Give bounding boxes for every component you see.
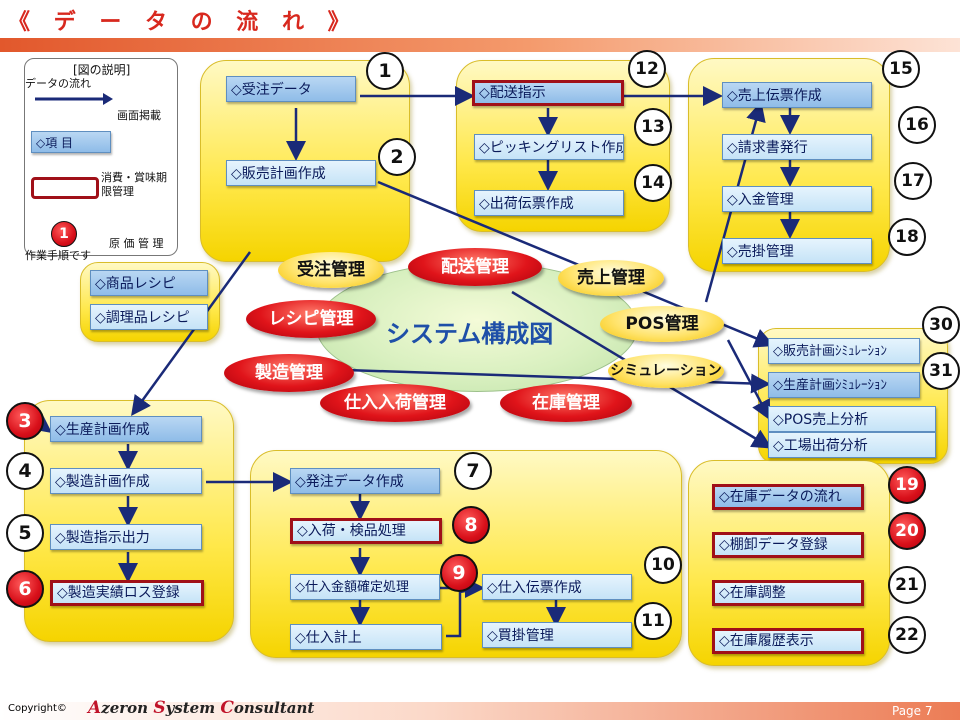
box-invoice[interactable]: ◇請求書発行 (722, 134, 872, 160)
page-number: Page 7 (892, 704, 933, 718)
module-delivery[interactable]: 配送管理 (408, 248, 542, 286)
step-9: 9 (440, 554, 478, 592)
step-16: 16 (898, 106, 936, 144)
step-2: 2 (378, 138, 416, 176)
module-purchase[interactable]: 仕入入荷管理 (320, 384, 470, 422)
box-production-plan-sim[interactable]: ◇生産計画ｼﾐｭﾚｰｼｮﾝ (768, 372, 920, 398)
legend-screen-label: 画面掲載 (117, 109, 161, 122)
box-production-plan[interactable]: ◇生産計画作成 (50, 416, 202, 442)
box-purchase-posting[interactable]: ◇仕入計上 (290, 624, 442, 650)
box-cooked-recipe[interactable]: ◇調理品レシピ (90, 304, 208, 330)
step-30: 30 (922, 306, 960, 344)
box-sales-plan[interactable]: ◇販売計画作成 (226, 160, 376, 186)
company-logo: Azeron System Consultant (88, 698, 315, 718)
center-label: システム構成図 (386, 320, 554, 348)
module-pos[interactable]: POS管理 (600, 306, 724, 342)
module-stock[interactable]: 在庫管理 (500, 384, 632, 422)
step-18: 18 (888, 218, 926, 256)
box-stock-adjustment[interactable]: ◇在庫調整 (712, 580, 864, 606)
copyright-text: Copyright© (8, 703, 67, 714)
box-order-data-create[interactable]: ◇発注データ作成 (290, 468, 440, 494)
legend-title: [図の説明] (73, 63, 131, 77)
step-4: 4 (6, 452, 44, 490)
step-15: 15 (882, 50, 920, 88)
legend-item-box: ◇項 目 (31, 131, 111, 153)
step-20: 20 (888, 512, 926, 550)
module-sales[interactable]: 売上管理 (558, 260, 664, 296)
box-factory-shipment-analysis[interactable]: ◇工場出荷分析 (768, 432, 936, 458)
box-delivery-instruction[interactable]: ◇配送指示 (472, 80, 624, 106)
module-simulation[interactable]: シミュレーション (608, 354, 724, 388)
box-manufacturing-plan[interactable]: ◇製造計画作成 (50, 468, 202, 494)
box-pos-sales-analysis[interactable]: ◇POS売上分析 (768, 406, 936, 432)
box-sales-slip[interactable]: ◇売上伝票作成 (722, 82, 872, 108)
box-inventory-registration[interactable]: ◇棚卸データ登録 (712, 532, 864, 558)
legend-panel: [図の説明] データの流れ 画面掲載 ◇項 目 消費・賞味期限管理 1 原 価 … (24, 58, 178, 262)
legend-red-box (31, 177, 99, 199)
legend-arrow-icon (35, 93, 113, 105)
legend-flow-label: データの流れ (25, 77, 91, 90)
legend-cost-label: 原 価 管 理 (109, 237, 164, 250)
top-bar (0, 38, 960, 52)
step-1: 1 (366, 52, 404, 90)
box-payable[interactable]: ◇買掛管理 (482, 622, 632, 648)
step-21: 21 (888, 566, 926, 604)
step-13: 13 (634, 108, 672, 146)
module-order[interactable]: 受注管理 (278, 252, 384, 288)
legend-steps-label: 作業手順です (25, 249, 91, 262)
step-6: 6 (6, 570, 44, 608)
box-shipping-slip[interactable]: ◇出荷伝票作成 (474, 190, 624, 216)
box-stock-data-flow[interactable]: ◇在庫データの流れ (712, 484, 864, 510)
step-19: 19 (888, 466, 926, 504)
legend-cost-circle: 1 (51, 221, 77, 247)
step-14: 14 (634, 164, 672, 202)
step-10: 10 (644, 546, 682, 584)
step-3: 3 (6, 402, 44, 440)
box-product-recipe[interactable]: ◇商品レシピ (90, 270, 208, 296)
legend-expiry-label: 消費・賞味期限管理 (101, 171, 167, 198)
step-17: 17 (894, 162, 932, 200)
step-8: 8 (452, 506, 490, 544)
step-22: 22 (888, 616, 926, 654)
box-picking-list[interactable]: ◇ピッキングリスト作成 (474, 134, 624, 160)
bottom-bar (0, 702, 960, 720)
module-manufacturing[interactable]: 製造管理 (224, 354, 354, 392)
step-11: 11 (634, 602, 672, 640)
box-purchase-amount[interactable]: ◇仕入金額確定処理 (290, 574, 440, 600)
box-payment[interactable]: ◇入金管理 (722, 186, 872, 212)
box-manufacturing-results[interactable]: ◇製造実績ロス登録 (50, 580, 204, 606)
step-5: 5 (6, 514, 44, 552)
box-order-data[interactable]: ◇受注データ (226, 76, 356, 102)
step-12: 12 (628, 50, 666, 88)
step-7: 7 (454, 452, 492, 490)
box-manufacturing-instruction[interactable]: ◇製造指示出力 (50, 524, 202, 550)
step-31: 31 (922, 352, 960, 390)
box-purchase-slip[interactable]: ◇仕入伝票作成 (482, 574, 632, 600)
page-title: 《 デ ー タ の 流 れ 》 (8, 10, 358, 35)
box-receivable[interactable]: ◇売掛管理 (722, 238, 872, 264)
box-sales-plan-sim[interactable]: ◇販売計画ｼﾐｭﾚｰｼｮﾝ (768, 338, 920, 364)
box-receiving-inspection[interactable]: ◇入荷・検品処理 (290, 518, 442, 544)
box-stock-history[interactable]: ◇在庫履歴表示 (712, 628, 864, 654)
module-recipe[interactable]: レシピ管理 (246, 300, 376, 338)
